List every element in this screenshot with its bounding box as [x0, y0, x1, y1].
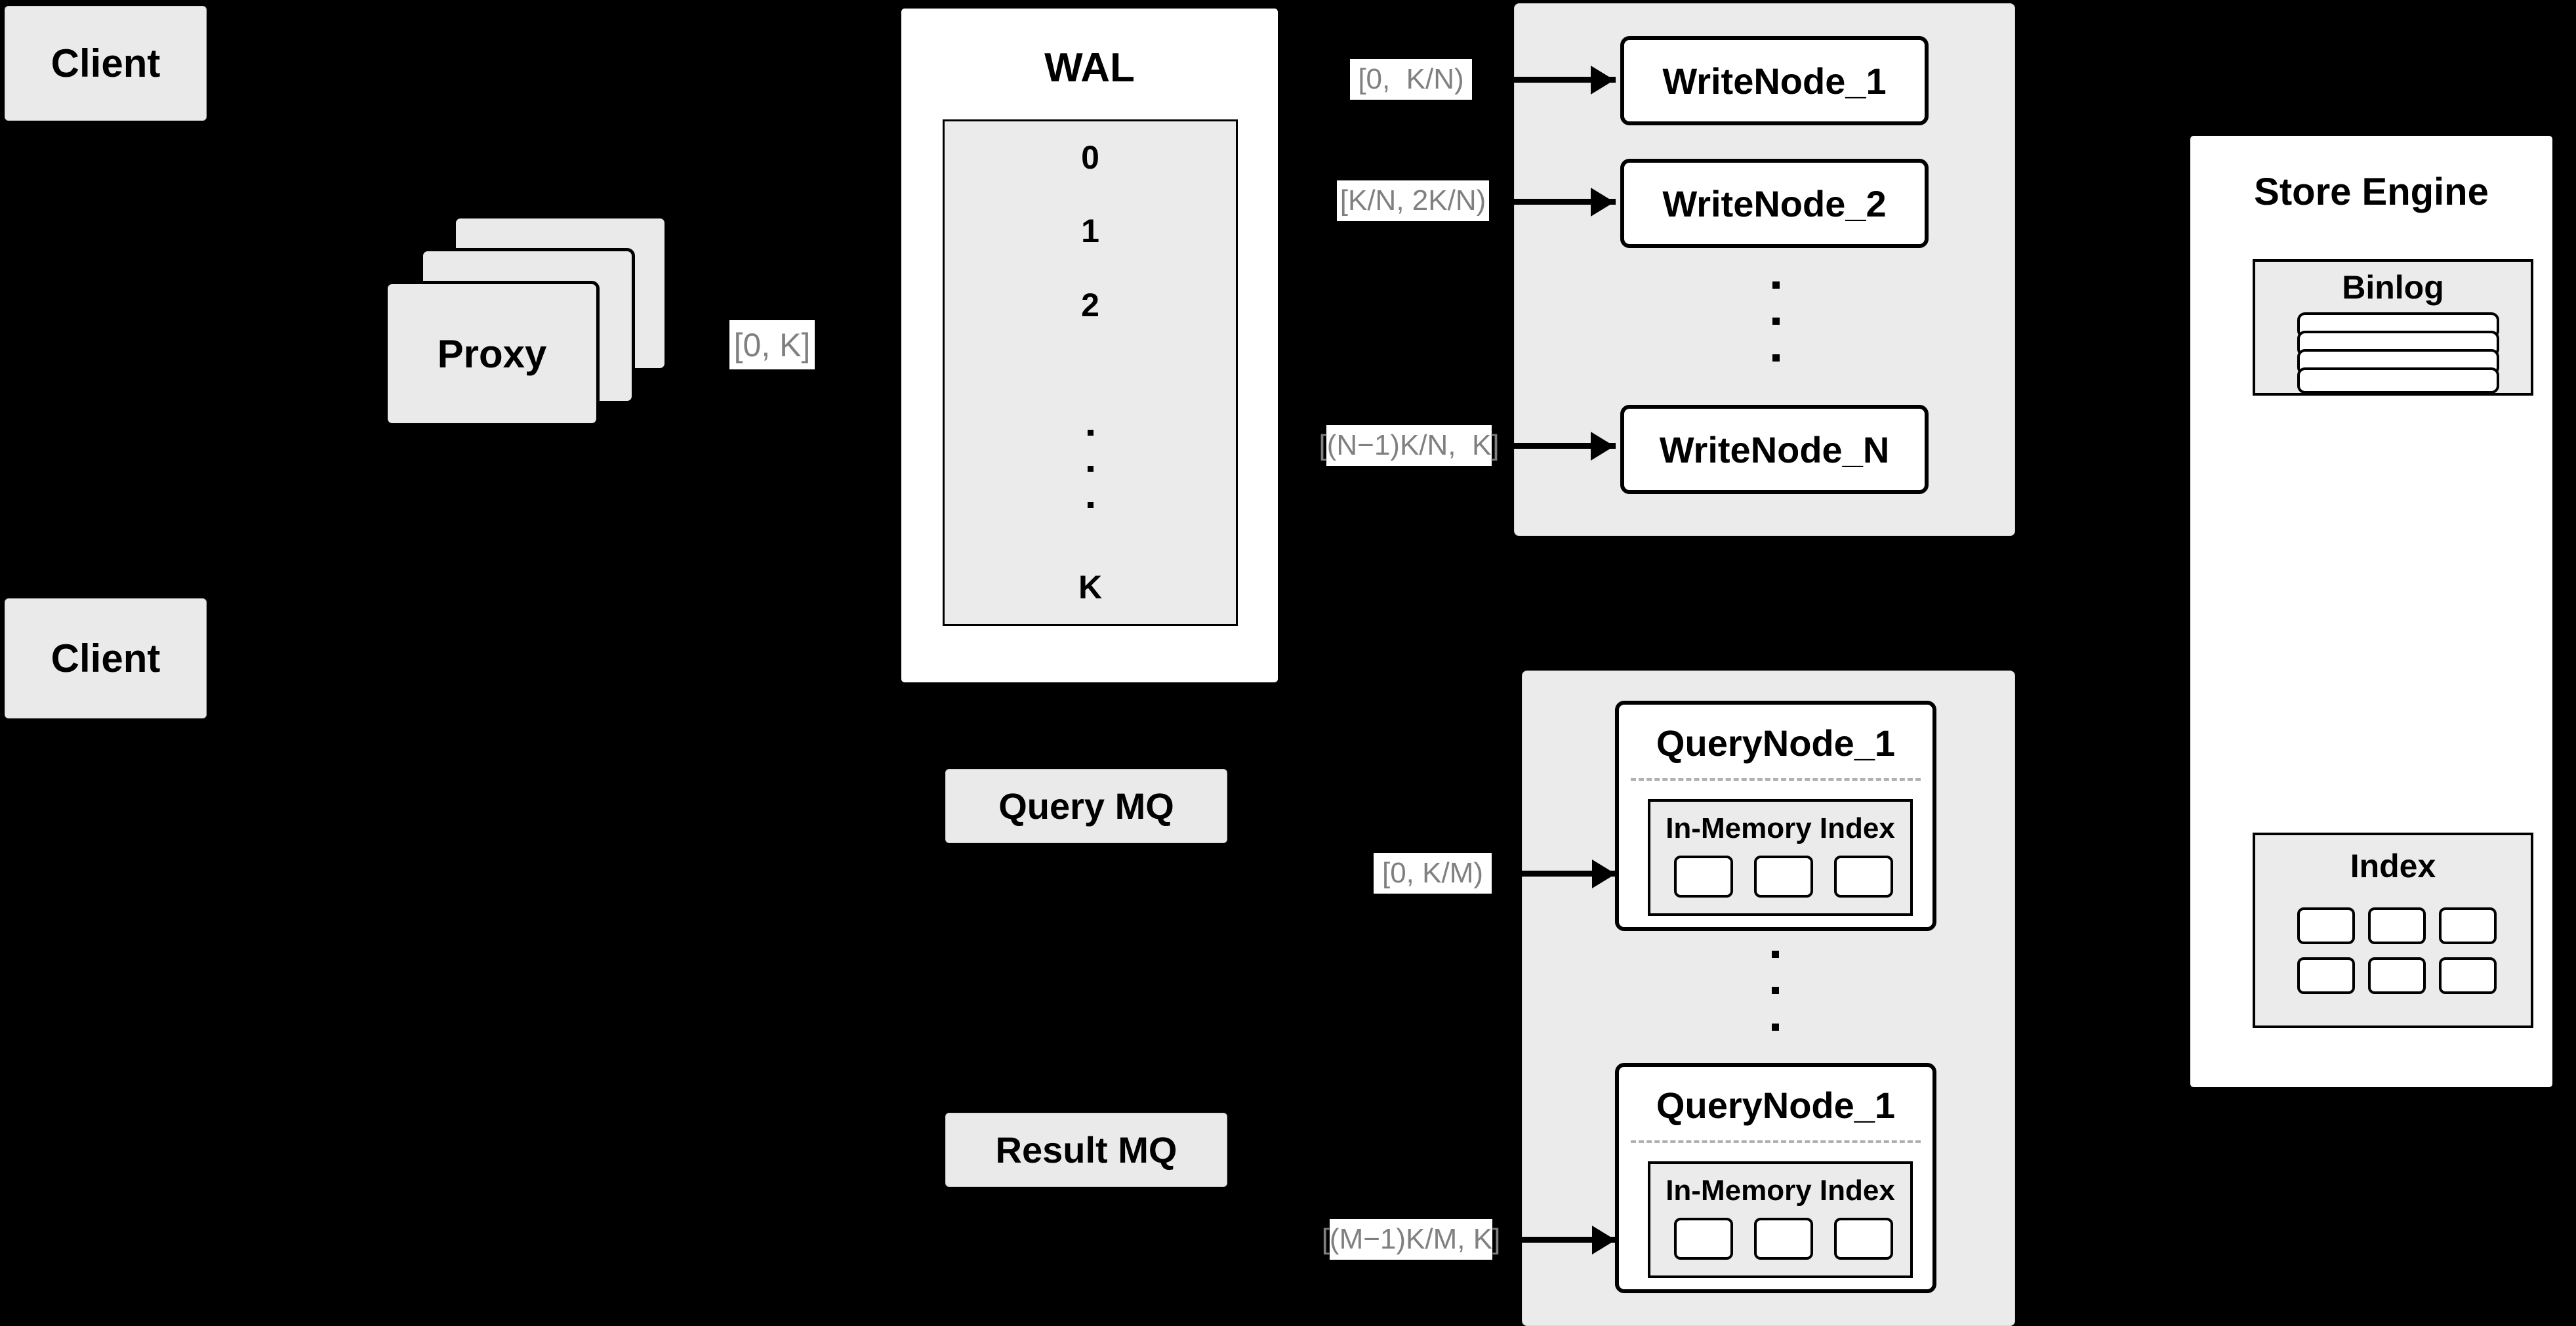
binlog-row-4[interactable] [2297, 367, 2499, 394]
arrow-line-store-index [2140, 949, 2191, 955]
write-node-2[interactable]: WriteNode_2 [1620, 159, 1929, 248]
wal-row-ellipsis[interactable] [943, 342, 1238, 552]
store-index-chip-3[interactable] [2439, 907, 2497, 944]
query-node-1-index-title: In-Memory Index [1666, 812, 1895, 844]
query-node-1-index-chip-3[interactable] [1834, 856, 1893, 898]
edge-label-write-1: [0, K/N) [1350, 59, 1472, 100]
result-mq-node[interactable]: Result MQ [945, 1113, 1227, 1187]
edge-label-query-1-text: [0, K/M) [1381, 857, 1484, 889]
store-index-chip-5[interactable] [2368, 957, 2426, 994]
wal-row-k-label: K [1078, 568, 1103, 606]
edge-label-write-1-text: [0, K/N) [1358, 63, 1464, 95]
edge-label-proxy-to-wal: [0, K] [729, 320, 815, 369]
wal-row-0[interactable]: 0 [943, 119, 1238, 196]
store-index-title: Index [2350, 848, 2436, 884]
query-node-m-index-chip-1[interactable] [1674, 1218, 1733, 1260]
query-node-1-index-chip-2[interactable] [1754, 856, 1813, 898]
write-node-1-label: WriteNode_1 [1662, 60, 1887, 102]
query-node-1-index-panel: In-Memory Index [1648, 799, 1913, 916]
write-cluster-ellipsis-dot-2 [1772, 318, 1780, 325]
write-node-1[interactable]: WriteNode_1 [1620, 36, 1929, 125]
query-node-m-divider [1631, 1140, 1921, 1143]
edge-label-write-2-text: [K/N, 2K/N) [1339, 184, 1486, 217]
edge-label-query-m-text: [(M−1)K/M, K] [1321, 1223, 1501, 1255]
arrow-head-query-m [1592, 1226, 1616, 1254]
query-cluster-ellipsis-dot-1 [1772, 951, 1779, 958]
arrow-head-write-1 [1591, 66, 1614, 94]
edge-label-query-1: [0, K/M) [1374, 853, 1492, 894]
binlog-title: Binlog [2342, 269, 2444, 306]
arrow-line-query-m [1512, 1237, 1617, 1243]
client-node-1[interactable]: Client [5, 6, 207, 121]
arrow-line-store-binlog [2140, 390, 2191, 396]
query-node-m-index-title: In-Memory Index [1666, 1174, 1895, 1207]
client-node-2-label: Client [51, 636, 161, 680]
edge-label-query-m: [(M−1)K/M, K] [1322, 1219, 1500, 1260]
query-node-m-label: QueryNode_1 [1656, 1085, 1896, 1126]
store-engine-panel: Store Engine Binlog Index [2187, 133, 2556, 1090]
write-node-n-label: WriteNode_N [1659, 428, 1890, 470]
store-engine-title: Store Engine [2254, 171, 2489, 213]
write-node-n[interactable]: WriteNode_N [1620, 405, 1929, 494]
write-cluster-ellipsis-dot-3 [1772, 354, 1780, 362]
edge-label-proxy-to-wal-text: [0, K] [733, 326, 811, 363]
edge-label-write-n-text: [(N−1)K/N, K] [1319, 429, 1500, 461]
store-index-panel: Index [2253, 833, 2533, 1028]
wal-ellipsis-dot-2 [1088, 466, 1094, 472]
wal-row-1[interactable]: 1 [943, 194, 1238, 270]
query-node-1-index-chip-1[interactable] [1674, 856, 1733, 898]
query-node-m-index-chip-2[interactable] [1754, 1218, 1813, 1260]
query-mq-node[interactable]: Query MQ [945, 769, 1227, 843]
proxy-node[interactable]: Proxy [384, 281, 600, 426]
wal-ellipsis-dot-1 [1088, 430, 1094, 436]
query-node-m-index-panel: In-Memory Index [1648, 1161, 1913, 1278]
client-node-2[interactable]: Client [5, 598, 207, 718]
wal-ellipsis-dot-3 [1088, 502, 1094, 508]
query-node-m-index-chip-3[interactable] [1834, 1218, 1893, 1260]
binlog-panel: Binlog [2253, 259, 2533, 396]
arrow-line-query-1 [1512, 871, 1617, 877]
store-index-chip-2[interactable] [2368, 907, 2426, 944]
wal-row-0-label: 0 [1081, 139, 1099, 176]
arrow-line-write-n [1511, 443, 1616, 449]
result-mq-label: Result MQ [995, 1129, 1177, 1171]
query-node-1[interactable]: QueryNode_1 In-Memory Index [1615, 701, 1936, 931]
arrow-head-write-2 [1591, 188, 1614, 217]
query-cluster-ellipsis-dot-3 [1772, 1024, 1779, 1031]
arrow-head-query-1 [1592, 860, 1616, 888]
arrow-line-write-2 [1511, 199, 1616, 205]
query-node-m[interactable]: QueryNode_1 In-Memory Index [1615, 1063, 1936, 1293]
wal-row-1-label: 1 [1081, 212, 1099, 249]
arrow-head-write-n [1591, 432, 1614, 461]
wal-row-2[interactable]: 2 [943, 268, 1238, 344]
query-node-1-divider [1631, 778, 1921, 781]
client-node-1-label: Client [51, 41, 161, 85]
wal-row-2-label: 2 [1081, 286, 1099, 323]
write-node-2-label: WriteNode_2 [1662, 182, 1887, 224]
proxy-node-label: Proxy [437, 331, 547, 376]
arrow-line-write-1 [1511, 77, 1616, 83]
wal-title: WAL [1044, 45, 1135, 91]
store-index-chip-4[interactable] [2297, 957, 2355, 994]
write-cluster-ellipsis-dot-1 [1772, 281, 1780, 289]
store-index-chip-6[interactable] [2439, 957, 2497, 994]
store-index-chip-1[interactable] [2297, 907, 2355, 944]
query-node-1-label: QueryNode_1 [1656, 722, 1896, 764]
edge-label-write-2: [K/N, 2K/N) [1337, 180, 1489, 221]
wal-row-k[interactable]: K [943, 550, 1238, 626]
edge-label-write-n: [(N−1)K/N, K] [1319, 425, 1500, 466]
query-cluster-ellipsis-dot-2 [1772, 987, 1779, 994]
query-mq-label: Query MQ [998, 785, 1174, 827]
